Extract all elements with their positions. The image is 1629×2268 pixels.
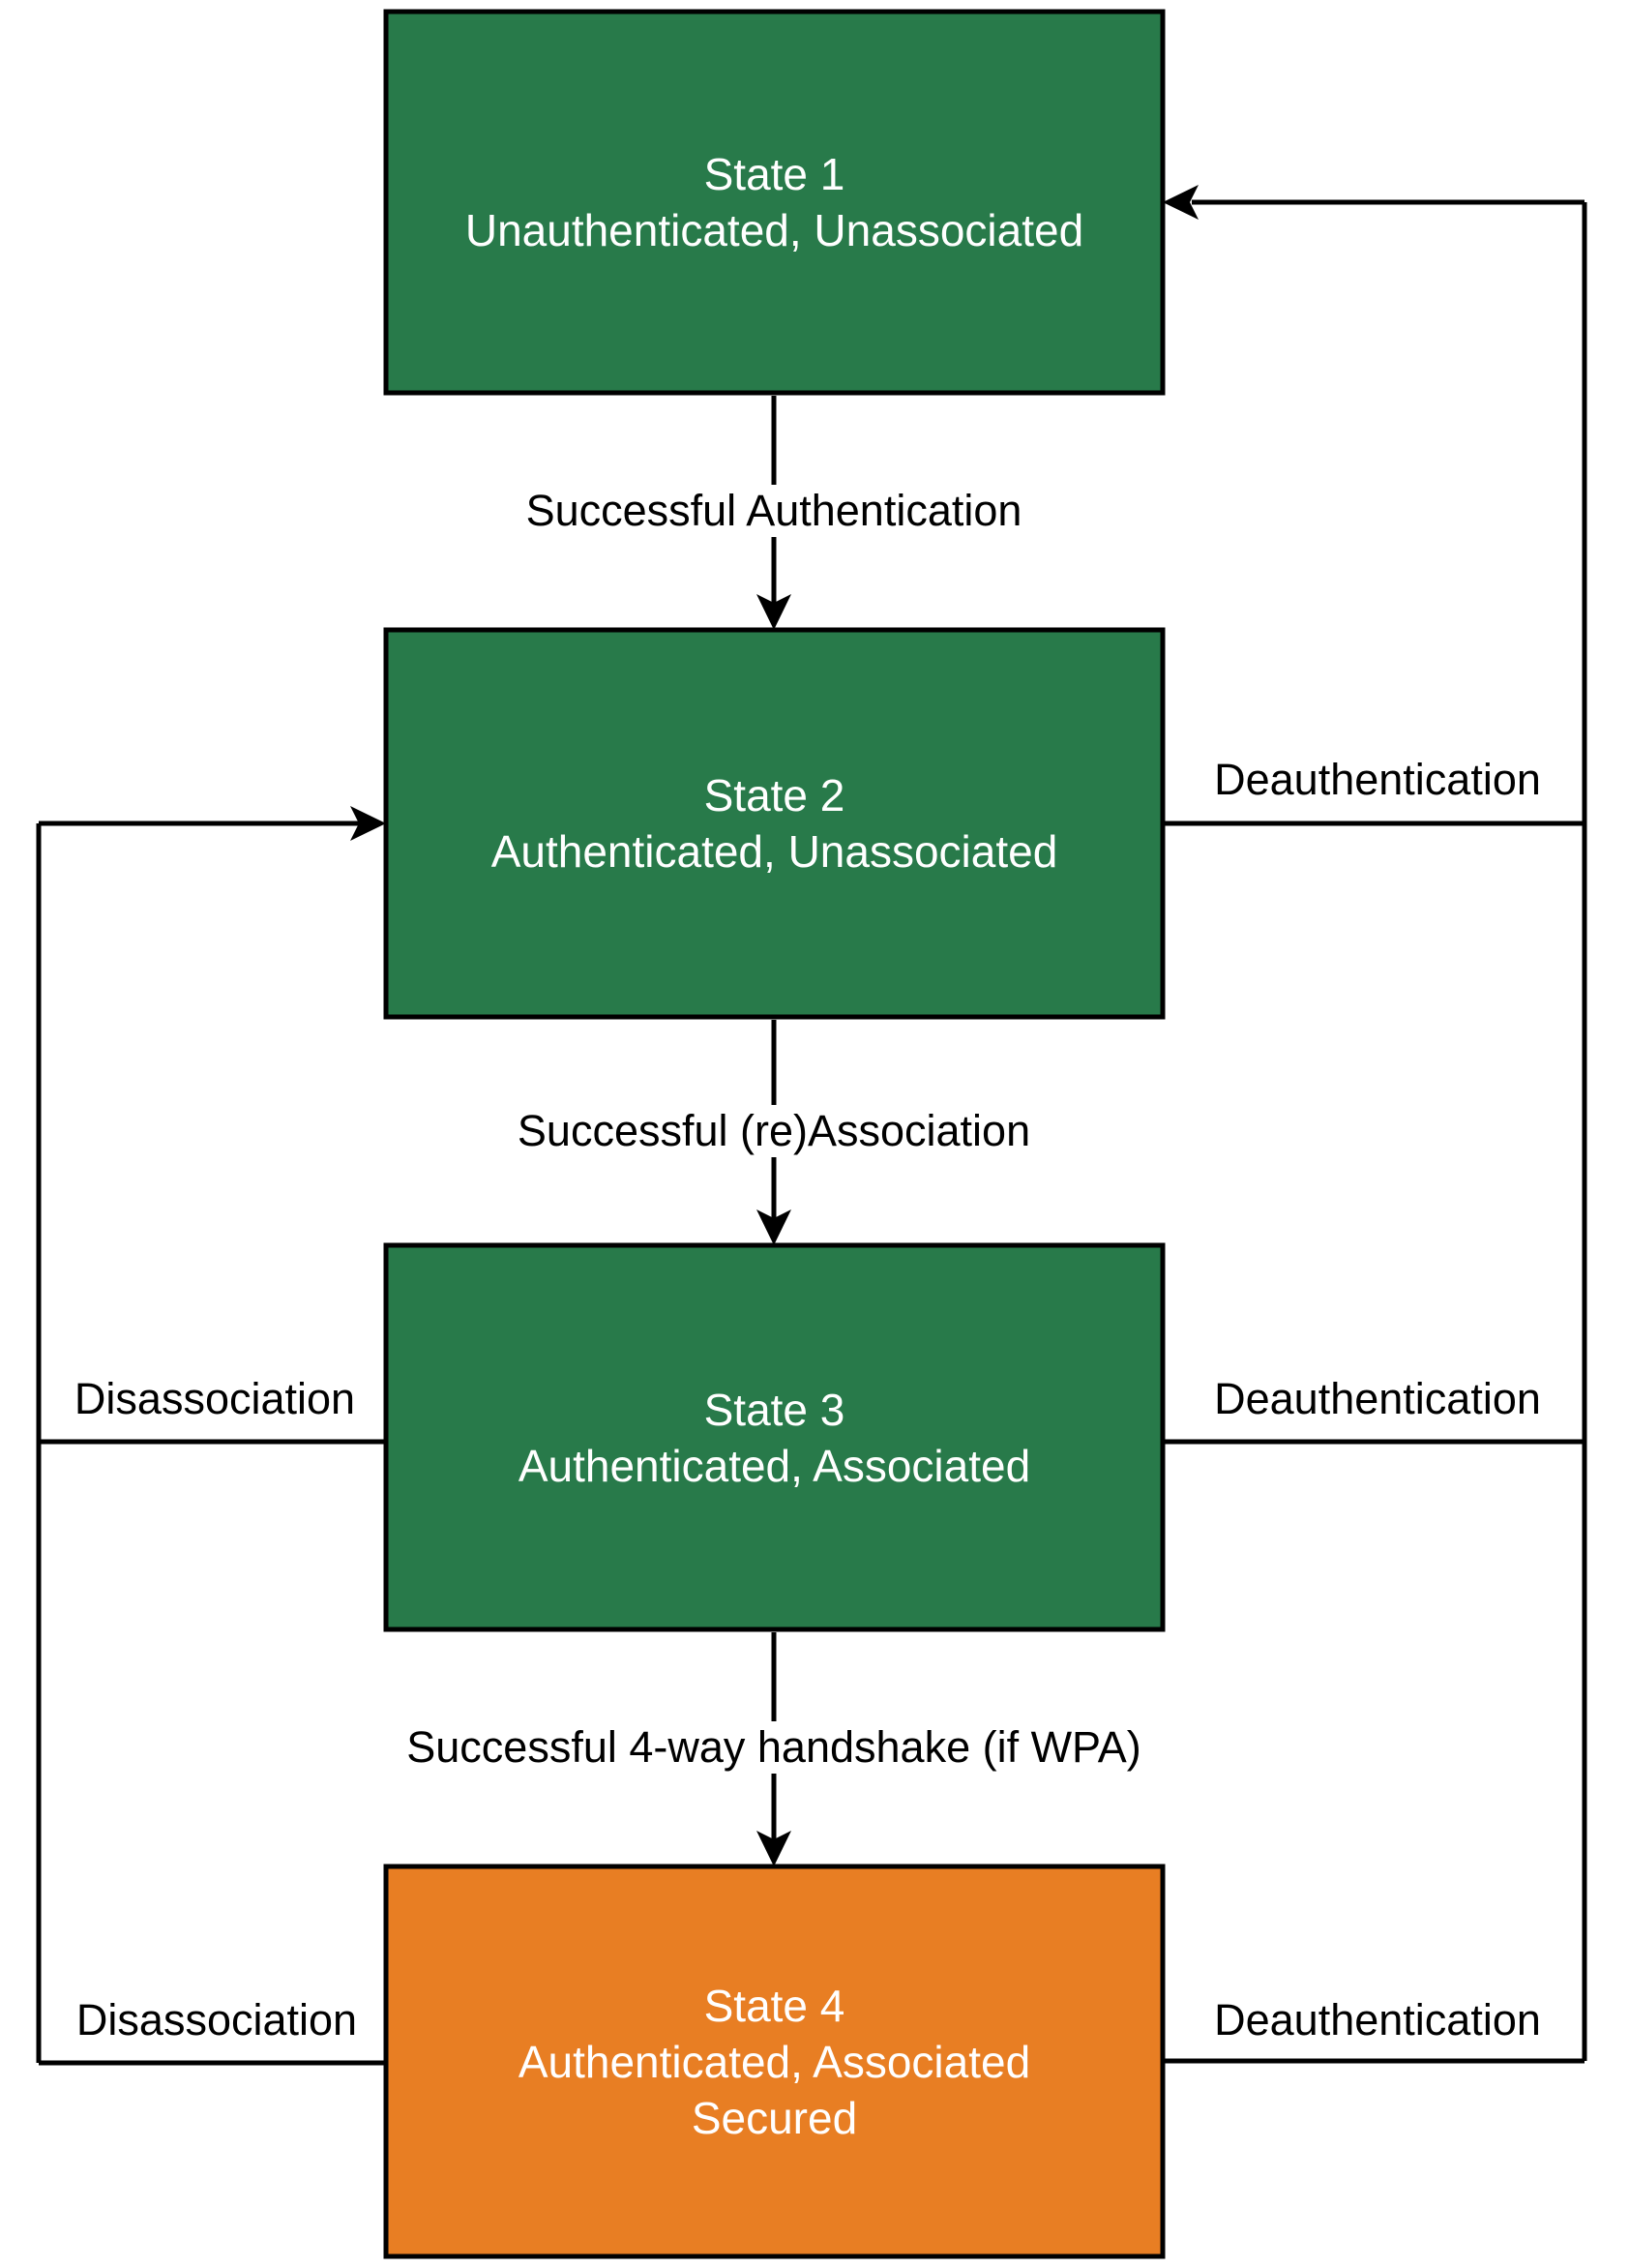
label-successful-reassociation: Successful (re)Association	[505, 1105, 1043, 1157]
label-deauthentication-state2: Deauthentication	[1202, 754, 1553, 806]
label-successful-handshake: Successful 4-way handshake (if WPA)	[395, 1721, 1153, 1774]
arrowhead-into-state2-top	[756, 594, 791, 630]
arrowhead-into-state1-right	[1163, 185, 1199, 220]
arrowhead-into-state4-top	[756, 1831, 791, 1866]
state-1-box	[383, 9, 1166, 396]
state-3-box	[383, 1242, 1166, 1632]
label-disassociation-state3: Disassociation	[62, 1373, 368, 1425]
arrowhead-into-state2-left	[350, 806, 386, 841]
label-disassociation-state4: Disassociation	[64, 1994, 370, 2046]
state-4-box	[383, 1864, 1166, 2259]
label-successful-authentication: Successful Authentication	[514, 485, 1034, 537]
label-deauthentication-state4: Deauthentication	[1202, 1994, 1553, 2046]
label-deauthentication-state3: Deauthentication	[1202, 1373, 1553, 1425]
state-2-box	[383, 627, 1166, 1020]
arrowhead-into-state3-top	[756, 1209, 791, 1245]
